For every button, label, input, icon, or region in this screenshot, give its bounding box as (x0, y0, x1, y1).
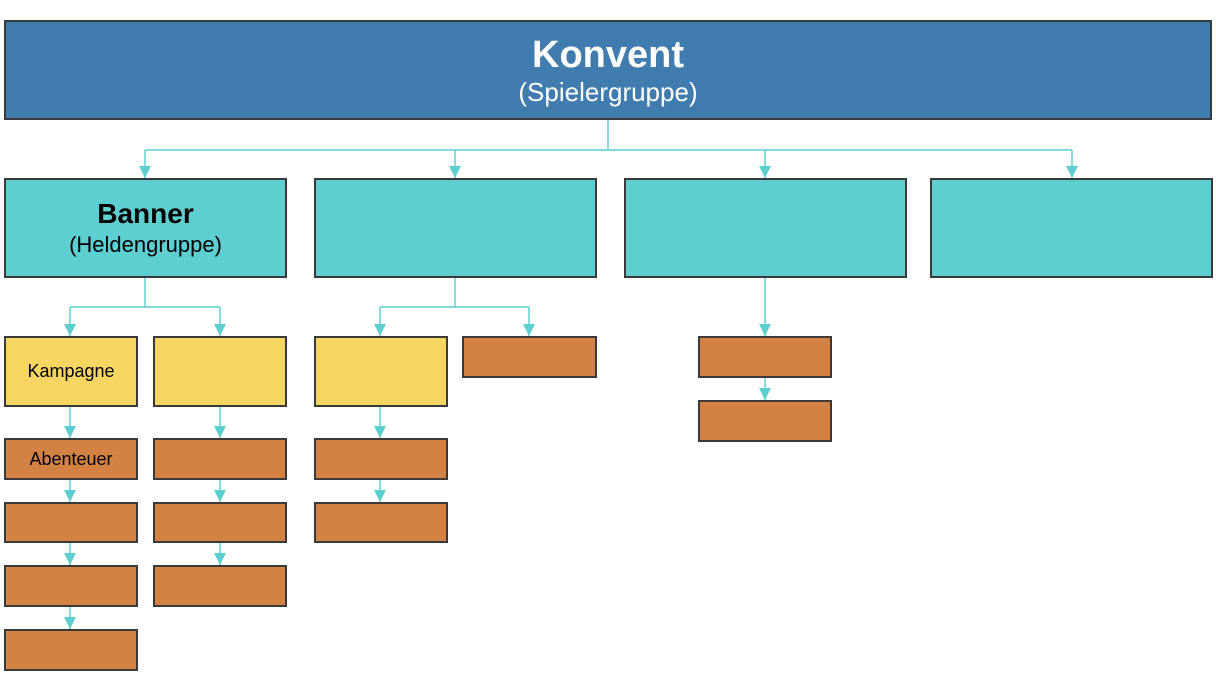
adventure-node (153, 502, 287, 543)
root-title: Konvent (532, 34, 684, 76)
campaign-label: Kampagne (27, 361, 115, 381)
root-node-konvent: Konvent (Spielergruppe) (4, 20, 1212, 120)
adventure-node (4, 502, 138, 543)
adventure-node (153, 565, 287, 607)
adventure-node (698, 400, 832, 442)
adventure-node: Abenteuer (4, 438, 138, 480)
banner-node-4 (930, 178, 1213, 278)
adventure-node (153, 438, 287, 480)
adventure-node (314, 438, 448, 480)
root-subtitle: (Spielergruppe) (518, 77, 698, 107)
campaign-node-1: Kampagne (4, 336, 138, 407)
banner-node-1: Banner (Heldengruppe) (4, 178, 287, 278)
banner-node-3 (624, 178, 907, 278)
banner-node-2 (314, 178, 597, 278)
adventure-node (4, 565, 138, 607)
adventure-node (698, 336, 832, 378)
banner-subtitle: (Heldengruppe) (69, 232, 222, 257)
campaign-node-2 (153, 336, 287, 407)
campaign-node-3 (314, 336, 448, 407)
adventure-label: Abenteuer (29, 448, 113, 469)
adventure-node (314, 502, 448, 543)
adventure-node (462, 336, 597, 378)
adventure-node (4, 629, 138, 671)
banner-title: Banner (97, 198, 194, 229)
